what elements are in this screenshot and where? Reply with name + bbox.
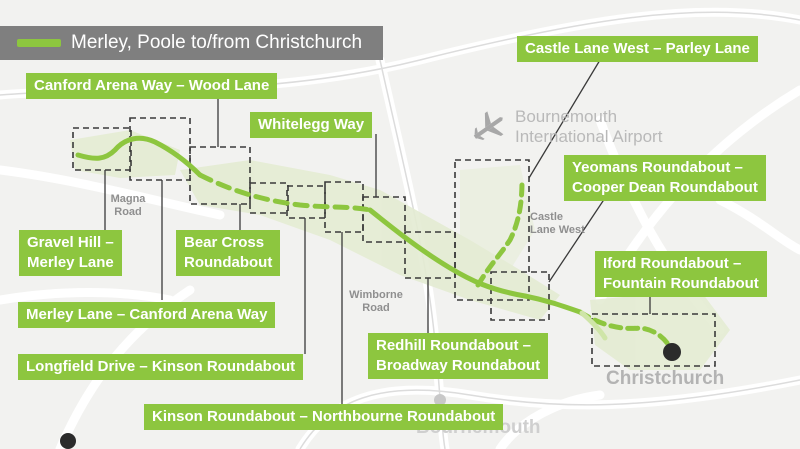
christchurch-label: Christchurch [606, 368, 725, 389]
town-dot-icon [60, 433, 76, 449]
label-iford-line-1: Iford Roundabout – [603, 255, 742, 272]
magna-road-line-1: Magna [110, 193, 146, 205]
label-gravel-hill-line-2: Merley Lane [27, 254, 114, 271]
route-dashed-castle-lane [475, 177, 525, 288]
route-line [75, 135, 675, 355]
castle-lane-west-line-1: Castle [530, 211, 564, 223]
label-bear-cross-line-1: Bear Cross [184, 234, 265, 251]
label-redhill-broadway: Redhill Roundabout – Broadway Roundabout [368, 333, 549, 379]
castle-lane-west-line-2: Lane West [530, 224, 585, 236]
magna-road-line-2: Road [114, 206, 142, 218]
route-dashed-iford [577, 309, 675, 355]
label-longfield-kinson: Longfield Drive – Kinson Roundabout [18, 354, 304, 380]
route-solid-yeomans [522, 293, 583, 315]
airport-label: Bournemouth International Airport [515, 107, 662, 147]
legend-label: Merley, Poole to/from Christchurch [71, 32, 363, 53]
label-gravel-hill-merley-lane: Gravel Hill – Merley Lane [19, 230, 122, 276]
label-castle-lane-west-parley-lane: Castle Lane West – Parley Lane [517, 36, 758, 62]
route-solid-west [75, 135, 203, 178]
route-faint-link [579, 310, 608, 341]
legend: Merley, Poole to/from Christchurch [0, 26, 383, 60]
airport-label-line-1: Bournemouth [515, 107, 618, 126]
label-yeomans-cooper-dean: Yeomans Roundabout – Cooper Dean Roundab… [564, 155, 766, 201]
label-redhill-line-2: Broadway Roundabout [376, 357, 541, 374]
label-iford-fountain: Iford Roundabout – Fountain Roundabout [595, 251, 767, 297]
route-solid-redhill [367, 207, 528, 299]
label-whitelegg-way: Whitelegg Way [250, 112, 373, 138]
airplane-icon [473, 111, 504, 141]
bournemouth-dot-icon [434, 394, 446, 406]
label-yeomans-line-2: Cooper Dean Roundabout [572, 179, 758, 196]
route-dashed-bearcross [197, 172, 373, 213]
label-yeomans-line-1: Yeomans Roundabout – [572, 159, 743, 176]
label-redhill-line-1: Redhill Roundabout – [376, 337, 531, 354]
leader-lines [104, 59, 651, 404]
label-iford-line-2: Fountain Roundabout [603, 275, 759, 292]
wimborne-road-line-1: Wimborne [349, 289, 403, 301]
wimborne-road-label: Wimborne Road [346, 289, 406, 315]
label-gravel-hill-line-1: Gravel Hill – [27, 234, 114, 251]
label-kinson-northbourne: Kinson Roundabout – Northbourne Roundabo… [144, 404, 504, 430]
label-canford-arena-way-wood-lane: Canford Arena Way – Wood Lane [26, 73, 278, 99]
label-bear-cross-roundabout: Bear Cross Roundabout [176, 230, 281, 276]
magna-road-label: Magna Road [108, 193, 148, 219]
wimborne-road-line-2: Road [362, 302, 390, 314]
label-merley-lane-canford-arena-way: Merley Lane – Canford Arena Way [18, 302, 276, 328]
legend-swatch [17, 39, 61, 47]
castle-lane-west-label: Castle Lane West [530, 211, 596, 237]
airport-label-line-2: International Airport [515, 127, 663, 146]
label-bear-cross-line-2: Roundabout [184, 254, 273, 271]
christchurch-dot-icon [663, 343, 681, 361]
